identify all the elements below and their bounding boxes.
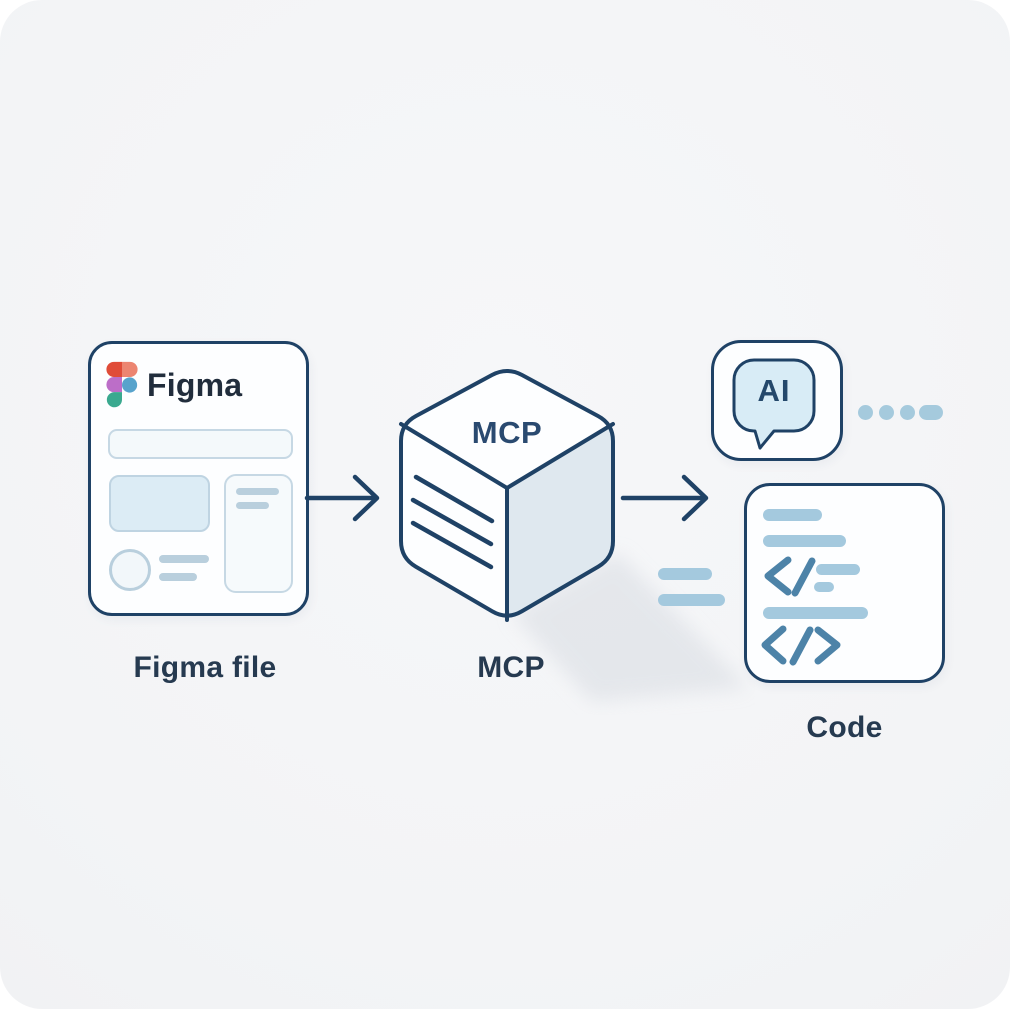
wireframe-side-panel: [224, 474, 293, 593]
code-tag-open-icon: [764, 556, 816, 597]
dot-3: [900, 405, 915, 420]
figma-logo-icon: [106, 361, 138, 408]
ellipsis-dots-icon: [858, 405, 950, 421]
wireframe-side-line-1: [236, 488, 279, 495]
code-caption: Code: [806, 711, 883, 744]
figma-file-caption: Figma file: [133, 651, 277, 684]
cube-face-lines: [410, 474, 495, 570]
mcp-cube-label: MCP: [471, 415, 543, 450]
equals-bar-2: [658, 594, 725, 606]
ai-badge-text: AI: [757, 373, 791, 408]
code-lines-icon: [761, 509, 868, 666]
wireframe-text-line-2: [159, 573, 197, 581]
dot-1: [858, 405, 873, 420]
cube-shadow: [512, 553, 748, 702]
figma-file-card: Figma: [88, 341, 309, 616]
arrow-mcp-to-code-icon: [616, 470, 716, 526]
dot-2: [879, 405, 894, 420]
arrow-figma-to-mcp-icon: [303, 470, 389, 526]
dot-dash: [919, 405, 943, 420]
code-card: [744, 483, 945, 683]
wireframe-toolbar: [108, 429, 293, 459]
figma-brand-text: Figma: [147, 367, 243, 403]
wireframe-hero-block: [109, 475, 210, 532]
equals-bar-1: [658, 568, 712, 580]
ai-speech-bubble-icon: [732, 358, 816, 450]
wireframe-side-line-2: [236, 502, 269, 509]
wireframe-avatar-circle: [109, 549, 151, 591]
equals-bars-icon: [658, 568, 728, 606]
code-tag-close-icon: [761, 625, 841, 666]
mcp-cube-icon: MCP: [370, 345, 755, 715]
wireframe-text-line-1: [159, 555, 209, 563]
ai-assistant-badge: AI: [711, 340, 843, 461]
mcp-caption: MCP: [477, 651, 545, 684]
